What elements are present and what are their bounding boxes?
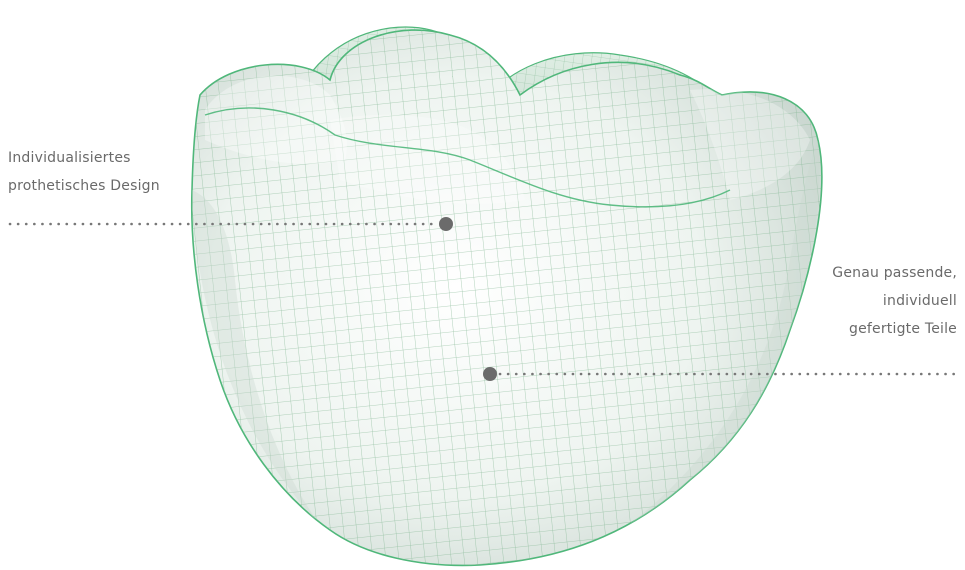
annotation-design-line-1: Individualisiertes	[8, 144, 160, 172]
annotation-parts: Genau passende, individuell gefertigte T…	[832, 259, 957, 343]
point-marker-icon	[439, 217, 453, 231]
annotation-parts-line-1: Genau passende,	[832, 259, 957, 287]
point-marker-icon	[483, 367, 497, 381]
annotation-design: Individualisiertes prothetisches Design	[8, 144, 160, 200]
tooth-body	[150, 0, 850, 570]
annotation-parts-line-3: gefertigte Teile	[832, 315, 957, 343]
annotation-parts-line-2: individuell	[832, 287, 957, 315]
annotation-design-line-2: prothetisches Design	[8, 172, 160, 200]
